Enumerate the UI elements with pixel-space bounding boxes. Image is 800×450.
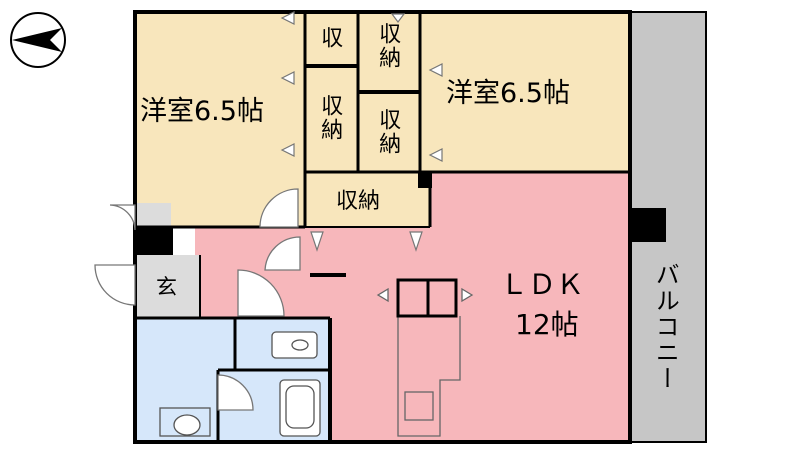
shoe-cabinet xyxy=(135,203,171,227)
wall-columns xyxy=(135,172,666,255)
toilet-icon xyxy=(271,331,318,359)
storage-upper-mid-label: 収納 xyxy=(375,22,401,70)
western-room-right-label: 洋室6.5帖 xyxy=(446,78,570,109)
western-room-left-label: 洋室6.5帖 xyxy=(140,96,264,127)
kitchen-counter xyxy=(376,278,474,437)
north-arrow-icon xyxy=(10,12,66,68)
bathtub-icon xyxy=(279,379,321,437)
entrance-label: 玄 xyxy=(156,275,177,299)
storage-left-mid-label: 収納 xyxy=(317,94,343,142)
balcony-label: バルコニー xyxy=(651,262,680,392)
storage-right-mid-label: 収納 xyxy=(375,108,401,156)
storage-center-label: 収納 xyxy=(336,189,381,214)
western-room-left-area xyxy=(135,12,305,227)
ldk-name-label: ＬＤＫ xyxy=(500,268,585,301)
closet-doors xyxy=(280,11,443,252)
door-swings xyxy=(94,188,301,411)
storage-center-area xyxy=(305,172,430,227)
washbasin-icon xyxy=(159,407,211,437)
western-room-right-area xyxy=(420,12,630,172)
entrance-area xyxy=(135,255,200,317)
ldk-size-label: 12帖 xyxy=(515,308,579,341)
storage-small-label: 収 xyxy=(317,26,343,50)
